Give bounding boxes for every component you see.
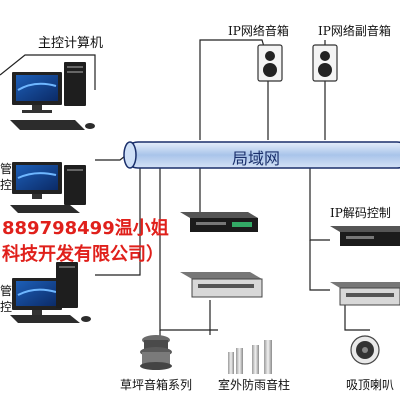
computer-2	[10, 162, 86, 213]
label-ip-decoder: IP解码控制	[330, 206, 391, 220]
label-ceiling-speaker: 吸顶喇叭	[346, 378, 395, 392]
label-main-computer: 主控计算机	[38, 36, 104, 51]
rack-decoder-middle	[180, 212, 258, 232]
lan-bus	[123, 141, 400, 169]
label-left-cut-2: 控	[0, 178, 13, 192]
main-computer	[10, 62, 95, 130]
watermark-line-2: 科技开发有限公司）	[2, 244, 164, 265]
label-left-cut-1: 管	[0, 162, 13, 176]
label-lawn-speaker: 草坪音箱系列	[120, 378, 193, 392]
rack-amplifier-right	[330, 282, 400, 306]
link-right-amp	[309, 240, 330, 291]
outdoor-column-speakers	[228, 340, 272, 374]
computer-3	[10, 262, 91, 323]
ip-network-speaker	[257, 44, 283, 82]
link-decoders	[159, 162, 218, 331]
ceiling-speaker	[350, 335, 380, 365]
label-ip-sub-speaker: IP网络副音箱	[318, 24, 391, 38]
link-right-decoder	[309, 160, 330, 241]
label-outdoor-column: 室外防雨音柱	[218, 378, 291, 392]
link-amp-mid	[199, 162, 218, 221]
rack-decoder-right	[330, 226, 400, 246]
lawn-speaker	[140, 335, 172, 370]
label-left-cut-4: 控	[0, 300, 13, 314]
label-left-cut-3: 管	[0, 284, 13, 298]
link-ceiling	[344, 300, 370, 331]
rack-amplifier-middle	[180, 272, 263, 298]
ip-network-sub-speaker	[312, 44, 338, 82]
link-pc3	[95, 162, 141, 276]
link-main-pc	[0, 54, 96, 90]
label-ip-speaker: IP网络音箱	[228, 24, 289, 38]
watermark-line-1: 889798499温小姐	[2, 218, 169, 239]
label-lan: 局域网	[232, 149, 281, 168]
connection-lines	[0, 39, 370, 345]
